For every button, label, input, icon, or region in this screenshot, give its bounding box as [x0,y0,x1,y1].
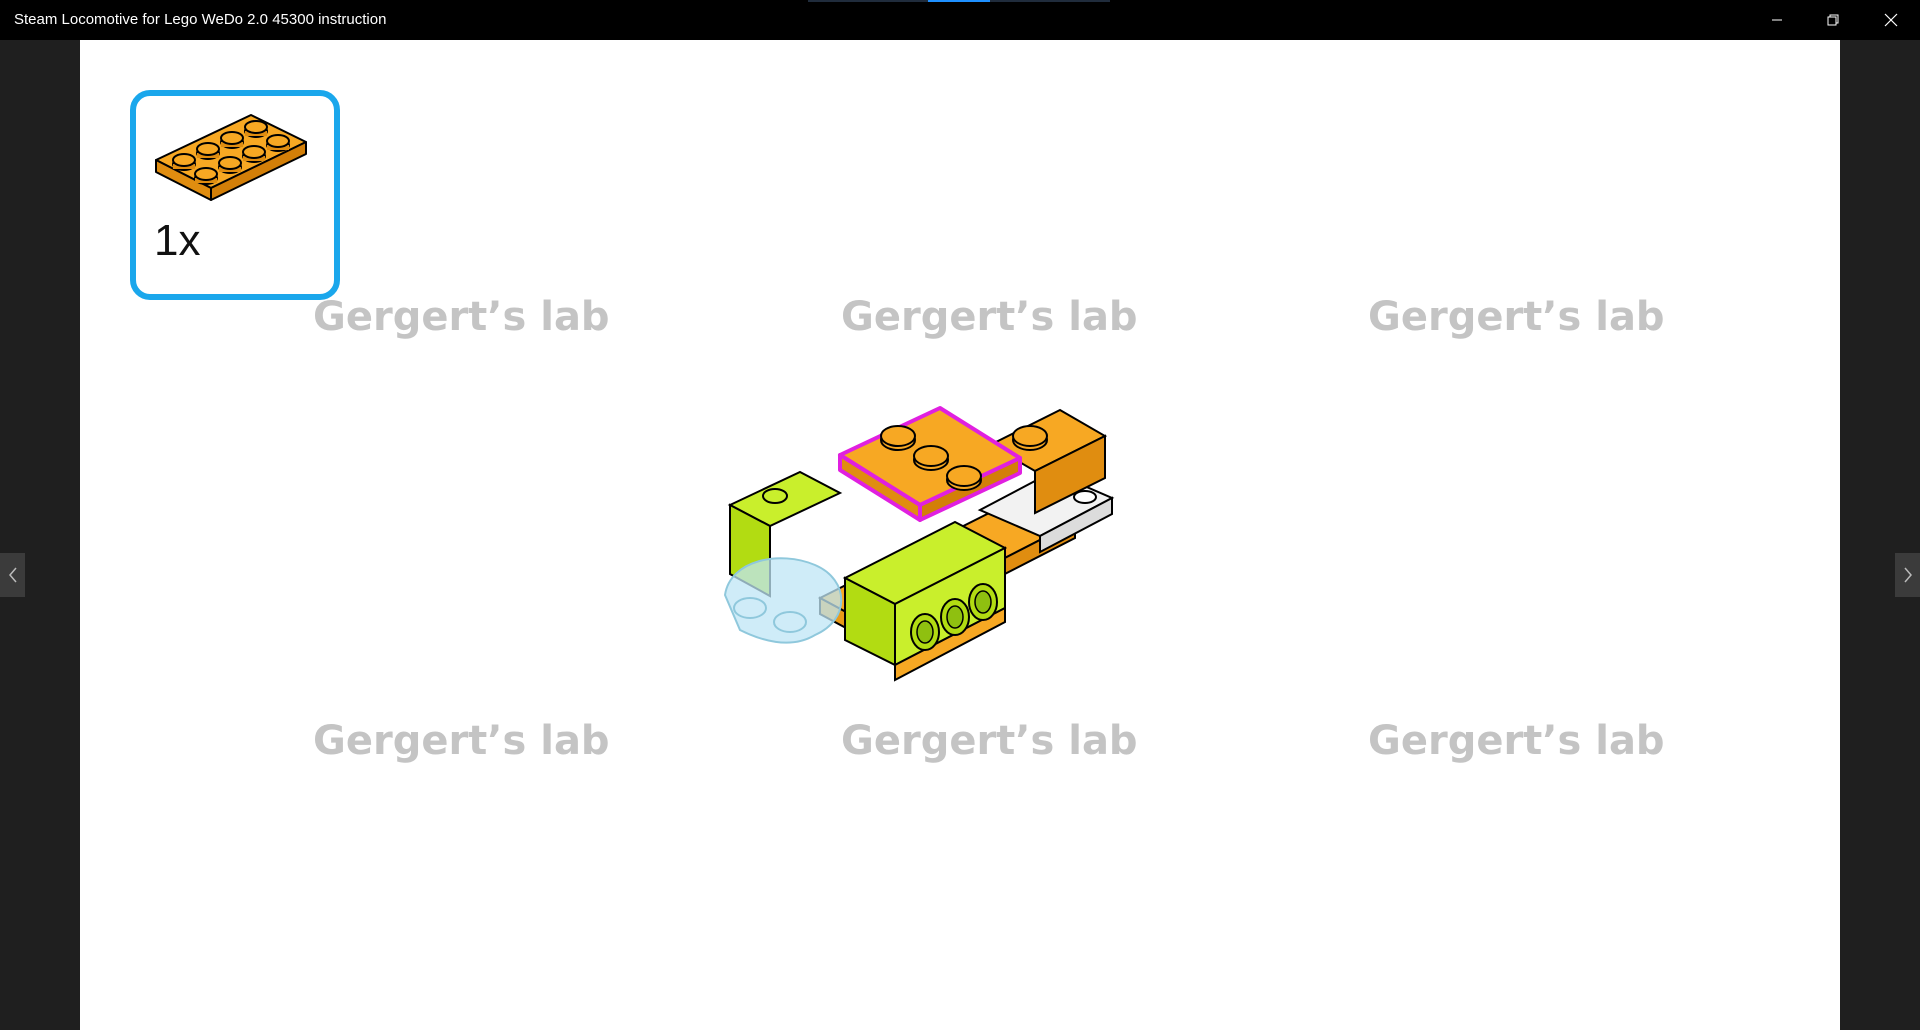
instruction-page: 1x Gergert’s lab Gergert’s lab Gergert’s… [80,40,1840,1030]
parts-list-box: 1x [130,90,340,300]
previous-page-button[interactable] [0,553,25,597]
window-title: Steam Locomotive for Lego WeDo 2.0 45300… [14,11,387,28]
watermark-text: Gergert’s lab [841,294,1138,340]
restore-button[interactable] [1805,0,1861,40]
watermark-text: Gergert’s lab [1368,718,1665,764]
part-quantity-label: 1x [154,216,201,265]
plate-2x4-part-icon [155,114,307,201]
title-bar: Steam Locomotive for Lego WeDo 2.0 45300… [0,0,1920,40]
watermark-text: Gergert’s lab [313,718,610,764]
watermark-text: Gergert’s lab [841,718,1138,764]
watermark-text: Gergert’s lab [313,294,610,340]
document-viewer: 1x Gergert’s lab Gergert’s lab Gergert’s… [0,40,1920,1030]
chevron-right-icon [1903,567,1912,583]
close-button[interactable] [1863,0,1919,40]
title-bar-accent-active [928,0,990,2]
minimize-icon [1772,19,1782,21]
minimize-button[interactable] [1749,0,1805,40]
assembly-model-illustration [723,406,1115,682]
next-page-button[interactable] [1895,553,1920,597]
close-icon [1884,13,1898,27]
chevron-left-icon [8,567,17,583]
trans-blue-connector [723,557,843,644]
restore-icon [1827,14,1839,26]
watermark-text: Gergert’s lab [1368,294,1665,340]
